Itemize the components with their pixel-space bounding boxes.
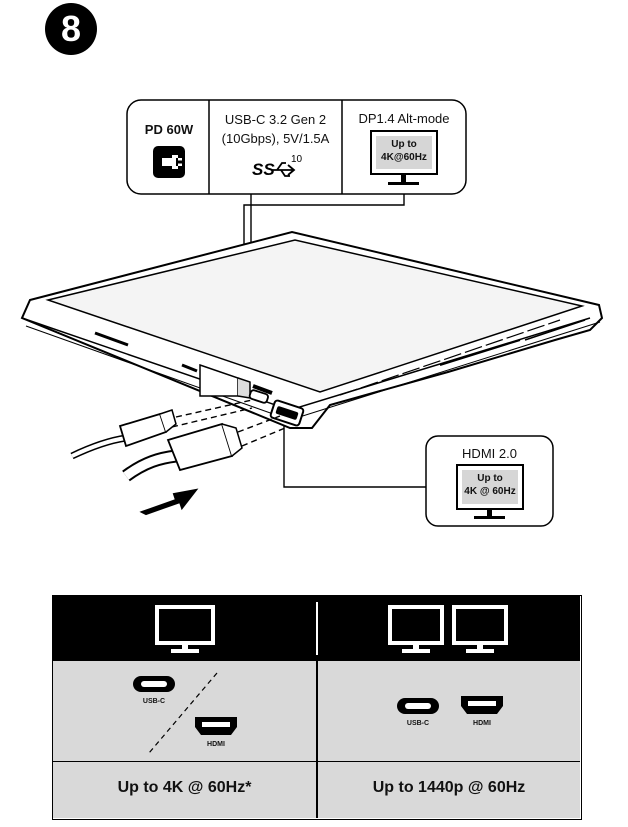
display-support-table: USB-C HDMI USB-C HDMI Up to 4K @ 60Hz* U… <box>52 595 582 820</box>
ports-row: USB-C HDMI USB-C HDMI <box>53 661 580 762</box>
hdmi-port-icon <box>195 717 237 735</box>
svg-text:10: 10 <box>291 154 303 165</box>
usb-spec-line2: (10Gbps), 5V/1.5A <box>221 131 330 146</box>
laptop <box>20 230 604 429</box>
dp-label: DP1.4 Alt-mode <box>358 111 450 126</box>
usb-c-port-icon <box>133 676 175 692</box>
power-plug-icon <box>153 146 185 178</box>
col2-hdmi-label: HDMI <box>473 720 491 727</box>
resolution-divider <box>316 762 318 818</box>
dp-monitor-icon <box>370 130 438 185</box>
dp-monitor-line2: 4K@60Hz <box>381 152 427 163</box>
col2-usb-c-label: USB-C <box>406 720 430 727</box>
dual-monitor-icon <box>388 605 508 653</box>
step-number: 8 <box>60 8 82 49</box>
insert-arrow-icon <box>139 488 199 516</box>
dp-monitor-line1: Up to <box>391 139 417 150</box>
hdmi-port-icon <box>461 696 503 714</box>
table-header <box>53 596 580 661</box>
usb-c-port-icon <box>397 698 439 714</box>
single-monitor-icon <box>155 605 215 653</box>
usb-spec-line1: USB-C 3.2 Gen 2 <box>224 112 327 127</box>
hdmi-label: HDMI 2.0 <box>462 446 517 461</box>
col1-usb-c-label: USB-C <box>142 698 166 705</box>
ports-divider <box>316 661 318 761</box>
hdmi-cable <box>122 415 286 482</box>
hdmi-monitor-line2: 4K @ 60Hz <box>464 486 516 497</box>
hdmi-monitor-icon <box>456 464 524 519</box>
col1-resolution: Up to 4K @ 60Hz* <box>117 779 252 796</box>
col1-hdmi-label: HDMI <box>207 741 225 748</box>
header-divider <box>316 602 318 655</box>
hdmi-monitor-line1: Up to <box>477 473 503 484</box>
col2-resolution: Up to 1440p @ 60Hz <box>372 779 526 796</box>
svg-text:SS: SS <box>252 160 275 179</box>
step-badge: 8 <box>45 3 97 55</box>
resolution-row: Up to 4K @ 60Hz* Up to 1440p @ 60Hz <box>53 762 580 818</box>
superspeed-usb-icon: SS 10 <box>252 154 303 179</box>
usb-c-cable <box>70 399 253 460</box>
connection-diagram: SS 10 <box>20 99 604 527</box>
pd-label: PD 60W <box>144 122 194 137</box>
